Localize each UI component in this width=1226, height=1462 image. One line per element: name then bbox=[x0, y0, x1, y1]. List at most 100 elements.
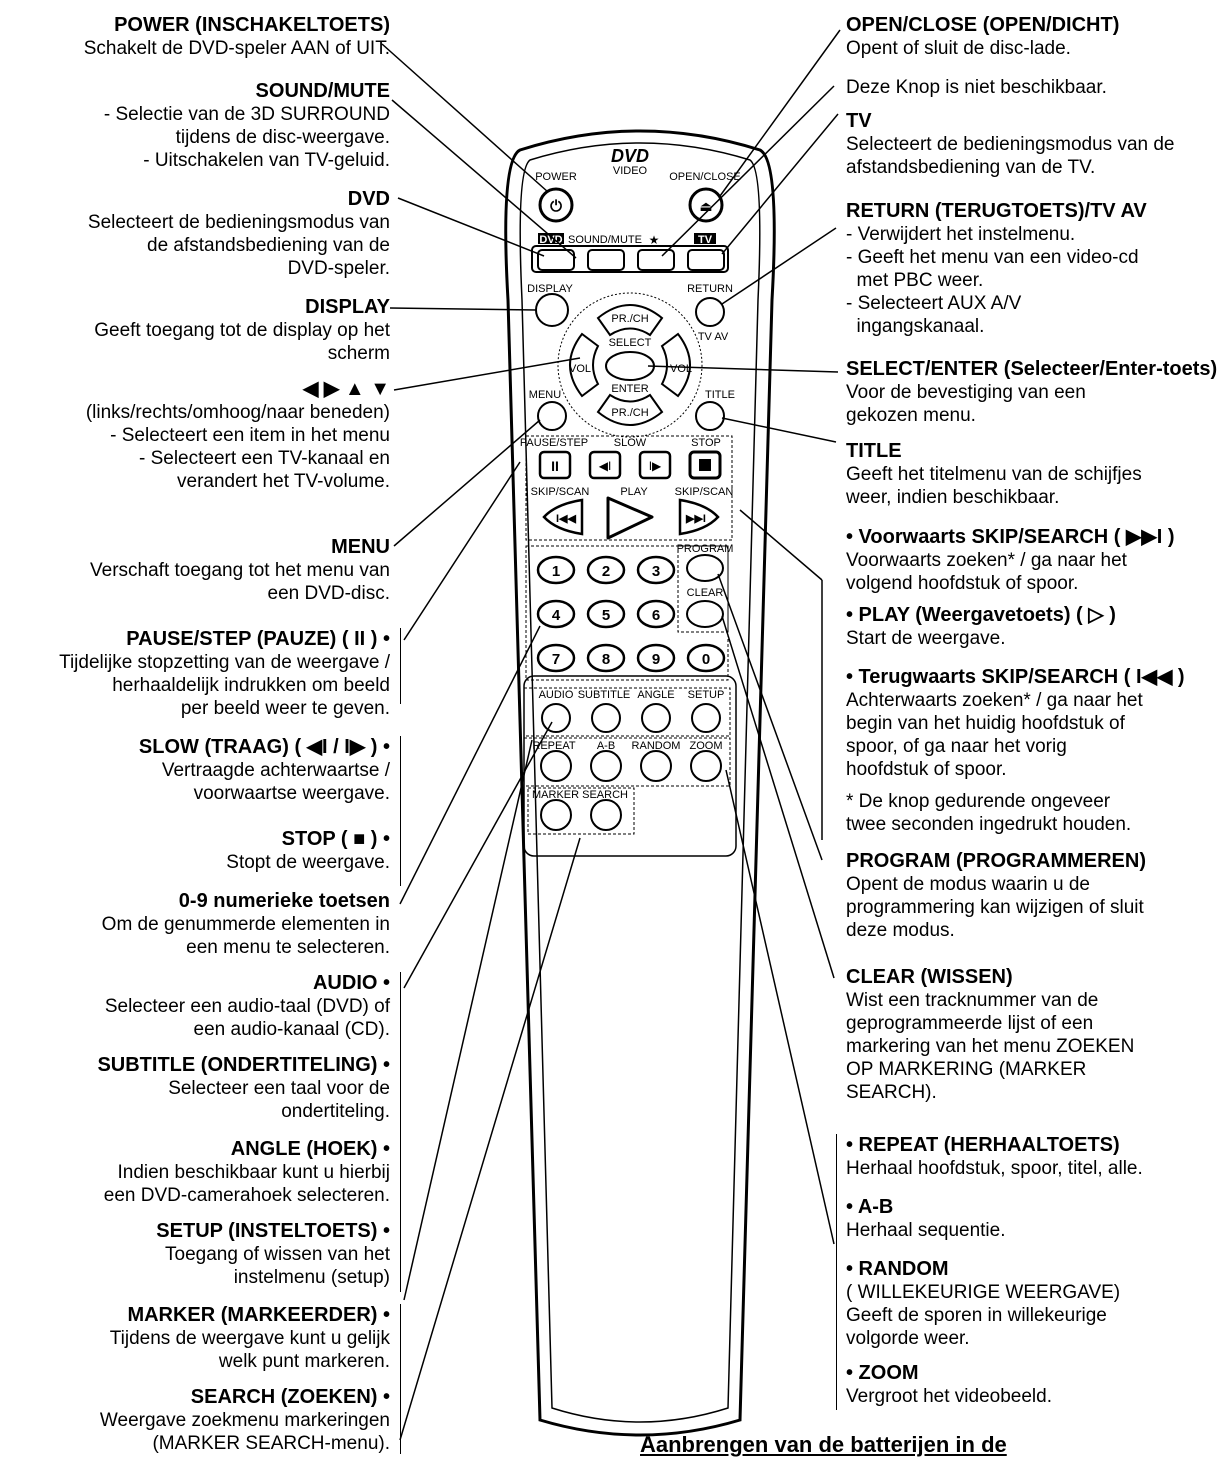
desc-stop-line: STOP ( ■ ) • bbox=[281, 828, 390, 850]
svg-text:PR./CH: PR./CH bbox=[611, 407, 648, 419]
power-label: POWER bbox=[535, 171, 577, 183]
desc-tv-line: afstandsbediening van de TV. bbox=[846, 157, 1096, 178]
dvd-logo: DVD bbox=[611, 146, 649, 166]
svg-text:6: 6 bbox=[652, 607, 660, 624]
openclose-button bbox=[688, 187, 724, 223]
desc-select: SELECT/ENTER (Selecteer/Enter-toets)Voor… bbox=[846, 358, 1224, 427]
svg-text:ENTER: ENTER bbox=[611, 383, 648, 395]
svg-text:7: 7 bbox=[552, 651, 560, 668]
desc-subtitle-line: Selecteer een taal voor de bbox=[168, 1078, 390, 1099]
desc-openclose: OPEN/CLOSE (OPEN/DICHT)Opent of sluit de… bbox=[846, 14, 1224, 60]
desc-random-line: • RANDOM bbox=[846, 1258, 949, 1280]
right-button bbox=[660, 332, 691, 398]
desc-arrows: ◀ ▶ ▲ ▼(links/rechts/omhoog/naar beneden… bbox=[0, 378, 390, 493]
desc-arrows-line: - Selecteert een item in het menu bbox=[110, 425, 390, 446]
desc-clear-line: SEARCH). bbox=[846, 1082, 937, 1103]
digit-buttons bbox=[536, 555, 726, 673]
desc-numeric-line: 0-9 numerieke toetsen bbox=[178, 890, 390, 912]
ab-button bbox=[590, 750, 622, 782]
menu-button bbox=[537, 401, 567, 431]
desc-play-line: Start de weergave. bbox=[846, 628, 1006, 649]
search-button bbox=[590, 799, 622, 831]
desc-menu-line: Verschaft toegang tot het menu van bbox=[90, 560, 390, 581]
desc-arrows-line: (links/rechts/omhoog/naar beneden) bbox=[85, 402, 390, 423]
bottom-heading: Aanbrengen van de batterijen in de bbox=[640, 1432, 1007, 1457]
svg-text:◀I: ◀I bbox=[599, 459, 612, 473]
desc-search: SEARCH (ZOEKEN) •Weergave zoekmenu marke… bbox=[0, 1386, 390, 1455]
desc-repeat-line: • REPEAT (HERHAALTOETS) bbox=[846, 1134, 1120, 1156]
svg-text:★: ★ bbox=[649, 233, 660, 247]
program-button bbox=[686, 554, 724, 582]
svg-text:SOUND/MUTE: SOUND/MUTE bbox=[568, 234, 642, 246]
subtitle-button bbox=[591, 703, 621, 733]
desc-numeric-line: Om de genummerde elementen in bbox=[101, 914, 390, 935]
svg-text:5: 5 bbox=[602, 607, 610, 624]
audio-button bbox=[541, 703, 571, 733]
bracket-left-4 bbox=[400, 1304, 401, 1454]
svg-text:PROGRAM: PROGRAM bbox=[677, 543, 734, 555]
desc-arrows-line: ◀ ▶ ▲ ▼ bbox=[302, 378, 390, 400]
power-icon: ⏻ bbox=[550, 198, 562, 215]
bracket-right bbox=[836, 1134, 837, 1410]
desc-slow-line: Vertraagde achterwaartse / bbox=[161, 760, 390, 781]
bracket-left-3 bbox=[400, 972, 401, 1292]
desc-repeat: • REPEAT (HERHAALTOETS)Herhaal hoofdstuk… bbox=[846, 1134, 1224, 1180]
star-button bbox=[637, 249, 675, 271]
desc-play-line: • PLAY (Weergavetoets) ( ▷ ) bbox=[846, 604, 1116, 626]
desc-notavail-line: Deze Knop is niet beschikbaar. bbox=[846, 77, 1107, 98]
svg-text:0: 0 bbox=[702, 651, 710, 668]
desc-random-line: Geeft de sporen in willekeurige bbox=[846, 1305, 1107, 1326]
desc-pause-line: PAUSE/STEP (PAUZE) ( II ) • bbox=[126, 628, 390, 650]
desc-subtitle: SUBTITLE (ONDERTITELING) •Selecteer een … bbox=[0, 1054, 390, 1123]
svg-text:I▶: I▶ bbox=[649, 459, 662, 473]
pause-step-button bbox=[538, 450, 572, 480]
desc-clear-line: CLEAR (WISSEN) bbox=[846, 966, 1013, 988]
desc-clear-line: Wist een tracknummer van de bbox=[846, 990, 1099, 1011]
svg-text:TITLE: TITLE bbox=[705, 389, 735, 401]
desc-pause: PAUSE/STEP (PAUZE) ( II ) •Tijdelijke st… bbox=[0, 628, 390, 720]
power-button bbox=[538, 187, 574, 223]
slow-forward-button bbox=[638, 450, 672, 480]
up-button bbox=[596, 304, 664, 337]
skip-back-button bbox=[542, 498, 584, 536]
desc-dvd-line: Selecteert de bedieningsmodus van bbox=[87, 212, 390, 233]
svg-text:4: 4 bbox=[552, 607, 561, 624]
svg-text:DVD: DVD bbox=[539, 234, 562, 246]
desc-slow-line: voorwaartse weergave. bbox=[193, 783, 390, 804]
svg-text:MENU: MENU bbox=[529, 389, 561, 401]
desc-openclose-line: Opent of sluit de disc-lade. bbox=[846, 38, 1071, 59]
leader-lines bbox=[381, 29, 841, 1441]
desc-select-line: SELECT/ENTER (Selecteer/Enter-toets) bbox=[846, 358, 1218, 380]
setup-button bbox=[691, 703, 721, 733]
zoom-button bbox=[690, 750, 722, 782]
desc-audio-line: een audio-kanaal (CD). bbox=[193, 1019, 390, 1040]
desc-subtitle-line: SUBTITLE (ONDERTITELING) • bbox=[97, 1054, 390, 1076]
svg-text:SKIP/SCAN: SKIP/SCAN bbox=[675, 486, 734, 498]
svg-text:PLAY: PLAY bbox=[620, 486, 648, 498]
desc-random: • RANDOM( WILLEKEURIGE WEERGAVE)Geeft de… bbox=[846, 1258, 1224, 1350]
svg-text:9: 9 bbox=[652, 651, 660, 668]
svg-text:ANGLE: ANGLE bbox=[637, 689, 674, 701]
desc-search-line: SEARCH (ZOEKEN) • bbox=[190, 1386, 390, 1408]
svg-text:1: 1 bbox=[552, 563, 560, 580]
random-button bbox=[640, 750, 672, 782]
desc-search-line: (MARKER SEARCH-menu). bbox=[152, 1433, 390, 1454]
desc-slow: SLOW (TRAAG) ( ◀I / I▶ ) •Vertraagde ach… bbox=[0, 736, 390, 805]
desc-soundmute-line: - Selectie van de 3D SURROUND bbox=[103, 104, 390, 125]
desc-fwdskip-line: Voorwaarts zoeken* / ga naar het bbox=[846, 550, 1127, 571]
desc-return-line: RETURN (TERUGTOETS)/TV AV bbox=[846, 200, 1147, 222]
svg-text:2: 2 bbox=[602, 563, 610, 580]
desc-program-line: PROGRAM (PROGRAMMEREN) bbox=[846, 850, 1146, 872]
desc-setup-line: Toegang of wissen van het bbox=[165, 1244, 390, 1265]
desc-search-line: Weergave zoekmenu markeringen bbox=[99, 1410, 390, 1431]
svg-text:RANDOM: RANDOM bbox=[632, 740, 681, 752]
return-button bbox=[695, 297, 725, 327]
desc-title-line: TITLE bbox=[846, 440, 902, 462]
svg-text:AUDIO: AUDIO bbox=[539, 689, 574, 701]
svg-text:I◀◀: I◀◀ bbox=[556, 513, 577, 525]
